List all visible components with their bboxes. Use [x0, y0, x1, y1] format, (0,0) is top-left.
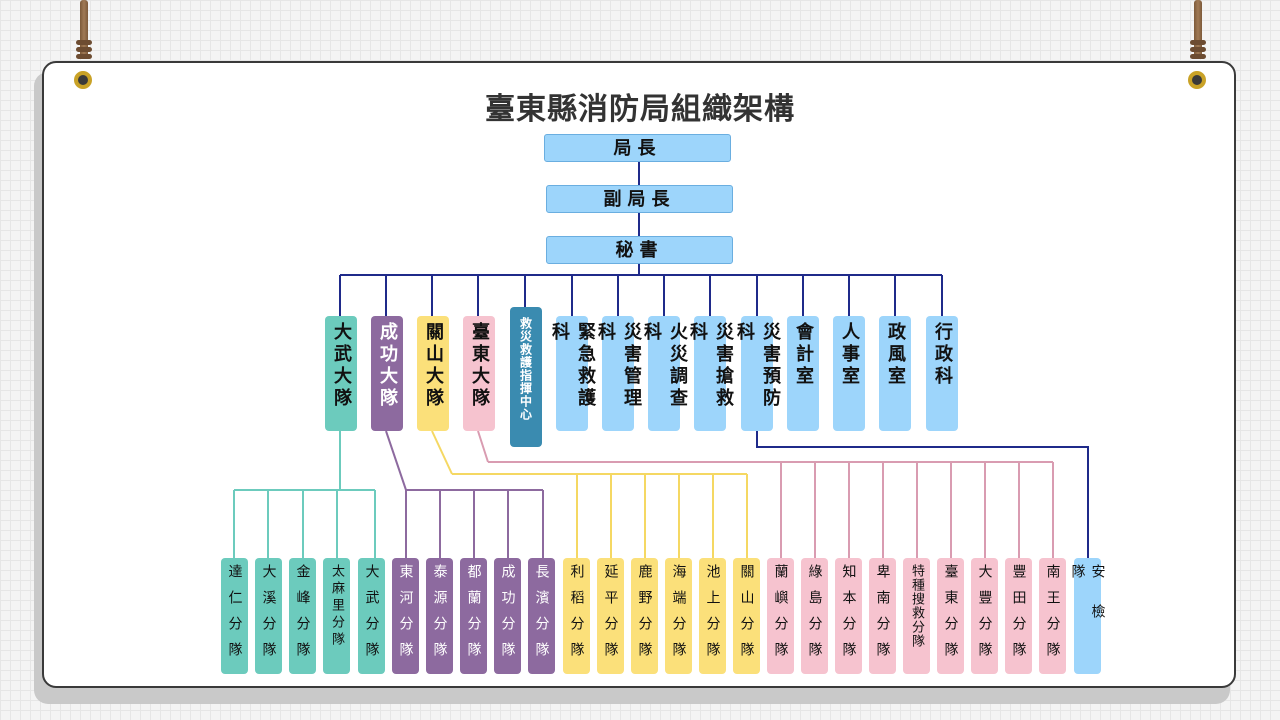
squad-nanwang: 南王分隊	[1039, 558, 1066, 674]
left-hanging-rope	[76, 0, 92, 59]
brigade-dawu: 大武大隊	[325, 316, 357, 431]
office-accounting: 會計室	[787, 316, 819, 431]
section-emergency-medical: 緊急救護科	[549, 316, 596, 431]
chief-box: 局長	[544, 134, 731, 162]
deputy-chief-box: 副局長	[546, 185, 733, 213]
squad-changbin: 長濱分隊	[528, 558, 555, 674]
squad-lidao: 利稻分隊	[563, 558, 590, 674]
office-administration: 行政科	[926, 316, 958, 431]
squad-donghe: 東河分隊	[392, 558, 419, 674]
squad-zhiben: 知本分隊	[835, 558, 862, 674]
squad-dawu: 大武分隊	[358, 558, 385, 674]
rescue-command-center: 救災救護指揮中心	[510, 307, 542, 447]
right-hanging-rope	[1190, 0, 1206, 59]
secretary-box: 秘書	[546, 236, 733, 264]
office-ethics: 政風室	[879, 316, 911, 431]
squad-chenggong: 成功分隊	[494, 558, 521, 674]
squad-guanshan: 關山分隊	[733, 558, 760, 674]
brigade-guanshan: 關山大隊	[417, 316, 449, 431]
squad-taiyuan: 泰源分隊	[426, 558, 453, 674]
squad-dafeng: 大豐分隊	[971, 558, 998, 674]
section-disaster-rescue: 災害搶救科	[687, 316, 734, 431]
squad-beinan: 卑南分隊	[869, 558, 896, 674]
squad-ludao: 綠島分隊	[801, 558, 828, 674]
squad-haiduan: 海端分隊	[665, 558, 692, 674]
right-ring-icon	[1188, 71, 1206, 89]
squad-yanping: 延平分隊	[597, 558, 624, 674]
squad-daxi: 大溪分隊	[255, 558, 282, 674]
squad-taitung: 臺東分隊	[937, 558, 964, 674]
section-disaster-prevention: 災害預防科	[734, 316, 781, 431]
office-personnel: 人事室	[833, 316, 865, 431]
squad-special-search-rescue: 特種搜救分隊	[903, 558, 930, 674]
section-disaster-management: 災害管理科	[595, 316, 642, 431]
brigade-taitung: 臺東大隊	[463, 316, 495, 431]
squad-chishang: 池上分隊	[699, 558, 726, 674]
safety-inspection-team: 安檢隊	[1070, 558, 1106, 674]
squad-daren: 達仁分隊	[221, 558, 248, 674]
squad-fengtian: 豐田分隊	[1005, 558, 1032, 674]
left-ring-icon	[74, 71, 92, 89]
squad-taimali: 太麻里分隊	[323, 558, 350, 674]
squad-luye: 鹿野分隊	[631, 558, 658, 674]
chart-title: 臺東縣消防局組織架構	[485, 92, 795, 127]
section-fire-investigation: 火災調查科	[641, 316, 688, 431]
squad-dulan: 都蘭分隊	[460, 558, 487, 674]
squad-lanyu: 蘭嶼分隊	[767, 558, 794, 674]
brigade-chenggong: 成功大隊	[371, 316, 403, 431]
squad-jinfeng: 金峰分隊	[289, 558, 316, 674]
